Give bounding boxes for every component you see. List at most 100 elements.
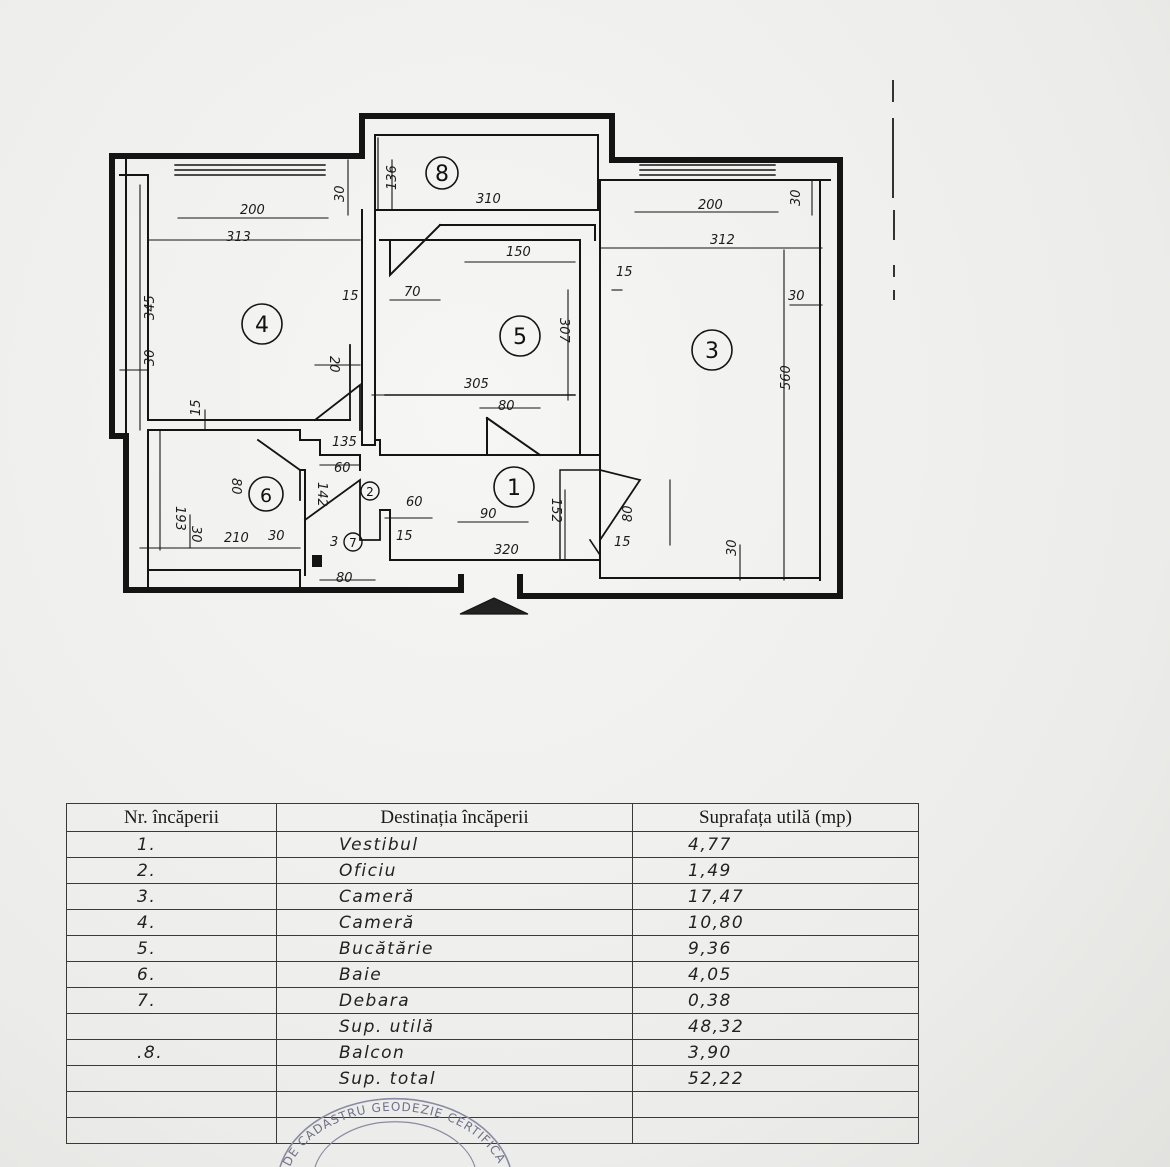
dim-r1-90: 90 (480, 507, 497, 522)
dim-r1-320: 320 (494, 543, 519, 558)
cell-nr: 1. (66, 831, 277, 858)
dim-c-80: 80 (336, 571, 353, 586)
cell-nr (66, 1091, 277, 1118)
cell-nr: 4. (66, 909, 277, 936)
dim-r4-15b: 15 (189, 399, 204, 416)
cell-destination: Cameră (276, 883, 633, 910)
dim-r1-152: 152 (548, 498, 563, 523)
room-label-6: 6 (260, 485, 272, 507)
cell-nr: 3. (66, 883, 277, 910)
table-row (66, 1091, 919, 1118)
stamp-text: DE CADASTRU GEODEZIE CERTIFICAT (270, 1085, 508, 1167)
cell-destination: Oficiu (276, 857, 633, 884)
header-nr: Nr. încăperii (66, 803, 277, 832)
dim-r4-313: 313 (226, 230, 251, 245)
cell-destination: Balcon (276, 1039, 633, 1066)
dim-r6-30b: 30 (268, 529, 285, 544)
margin-mark (893, 265, 895, 277)
dim-r5-80: 80 (498, 399, 515, 414)
dim-r6-80: 80 (228, 478, 243, 495)
cell-area: 4,05 (632, 961, 919, 988)
cell-nr: 7. (66, 987, 277, 1014)
dim-r5-305: 305 (464, 377, 489, 392)
cell-destination: Sup. utilă (276, 1013, 633, 1040)
dim-r8-depth: 136 (385, 165, 400, 190)
dim-r3-560: 560 (779, 365, 794, 390)
cell-destination: Vestibul (276, 831, 633, 858)
dim-c-60b: 60 (406, 495, 423, 510)
dim-c-135: 135 (332, 435, 357, 450)
margin-mark (893, 290, 895, 300)
dim-r1-30: 30 (725, 539, 740, 556)
cell-area (632, 1091, 919, 1118)
dim-r4-345: 345 (143, 295, 158, 320)
cell-area: 10,80 (632, 909, 919, 936)
room-label-7: 7 (349, 536, 357, 550)
dim-c-60: 60 (334, 461, 351, 476)
cell-nr: 2. (66, 857, 277, 884)
dim-r8-width: 310 (476, 192, 501, 207)
cell-destination: Cameră (276, 909, 633, 936)
room-label-2: 2 (366, 485, 374, 499)
dim-r5-307: 307 (556, 318, 571, 344)
dim-c-15: 15 (396, 529, 413, 544)
cell-destination: Bucătărie (276, 935, 633, 962)
room-label-4: 4 (255, 313, 269, 338)
cell-area: 48,32 (632, 1013, 919, 1040)
cell-destination: Debara (276, 987, 633, 1014)
room-label-5: 5 (513, 325, 527, 350)
dim-r3-15: 15 (616, 265, 633, 280)
dim-r5-150: 150 (506, 245, 531, 260)
dim-r3-30: 30 (789, 189, 804, 206)
cell-nr (66, 1117, 277, 1144)
header-area: Suprafața utilă (mp) (632, 803, 919, 832)
cell-area: 0,38 (632, 987, 919, 1014)
margin-mark (892, 118, 894, 198)
margin-mark (892, 80, 894, 102)
cell-area (632, 1117, 919, 1144)
cell-nr (66, 1065, 277, 1092)
dim-r1-80: 80 (621, 505, 636, 522)
dim-c-142: 142 (314, 482, 329, 507)
room-label-1: 1 (507, 476, 521, 501)
cell-area: 3,90 (632, 1039, 919, 1066)
header-destination: Destinația încăperii (276, 803, 633, 832)
rooms-table: Nr. încăperii Destinația încăperii Supra… (66, 803, 919, 1144)
cell-area: 52,22 (632, 1065, 919, 1092)
svg-text:DE CADASTRU GEODEZIE CERTIFICA: DE CADASTRU GEODEZIE CERTIFICAT (270, 1085, 509, 1167)
cell-area: 9,36 (632, 935, 919, 962)
cell-area: 4,77 (632, 831, 919, 858)
room-label-8: 8 (435, 162, 449, 187)
dim-r3-200: 200 (698, 198, 723, 213)
cadastre-stamp: DE CADASTRU GEODEZIE CERTIFICAT (270, 1085, 511, 1167)
cell-nr: .8. (66, 1039, 277, 1066)
table-header-row: Nr. încăperii Destinația încăperii Supra… (66, 803, 919, 832)
cell-nr (66, 1013, 277, 1040)
dim-r4-15: 15 (342, 289, 359, 304)
cell-nr: 6. (66, 961, 277, 988)
cell-area: 17,47 (632, 883, 919, 910)
dim-r3-312: 312 (710, 233, 735, 248)
dim-r1-15: 15 (614, 535, 631, 550)
floor-plan: 8 4 5 3 6 1 2 7 136 310 200 30 313 345 3… (109, 113, 843, 615)
cell-destination: Baie (276, 961, 633, 988)
cell-area: 1,49 (632, 857, 919, 884)
dim-r4-30: 30 (333, 185, 348, 202)
cell-nr: 5. (66, 935, 277, 962)
table-row (66, 1117, 919, 1144)
dim-r4-200: 200 (240, 203, 265, 218)
margin-mark (893, 210, 895, 240)
dim-r3-30b: 30 (788, 289, 805, 304)
dim-r4-20: 20 (326, 356, 341, 373)
dim-r5-70: 70 (404, 285, 421, 300)
room-label-3: 3 (705, 339, 719, 364)
